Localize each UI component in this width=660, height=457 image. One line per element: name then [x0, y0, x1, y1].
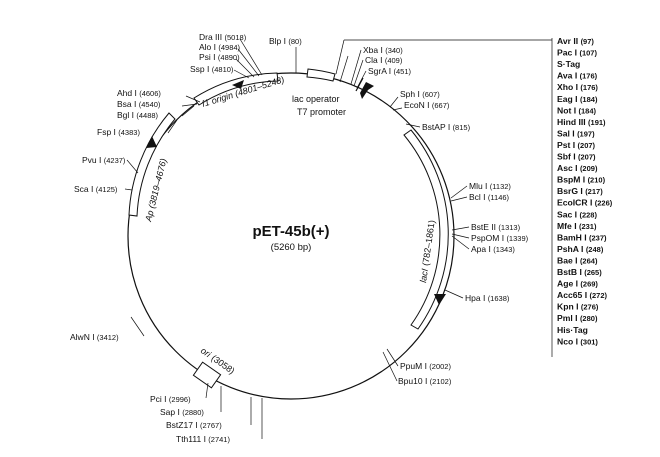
- mcs-site-avr-ii: Avr II (97): [557, 36, 594, 46]
- site-label-ssp-i: Ssp I (4810): [190, 64, 234, 74]
- mcs-site-bstb-i: BstB I (265): [557, 267, 602, 277]
- site-label-bgl-i: Bgl I (4488): [117, 110, 159, 120]
- site-label-pspom-i: PspOM I (1339): [471, 233, 529, 243]
- site-label-ppum-i: PpuM I (2002): [400, 361, 451, 371]
- lac-operator-label: lac operator: [292, 94, 340, 104]
- mcs-site-mfe-i: Mfe I (231): [557, 221, 597, 231]
- mcs-box: [306, 68, 336, 82]
- mcs-site-pml-i: Pml I (280): [557, 313, 598, 323]
- site-label-psi-i: Psi I (4890): [199, 52, 240, 62]
- mcs-site-pst-i: Pst I (207): [557, 140, 596, 150]
- mcs-site-xho-i: Xho I (176): [557, 82, 598, 92]
- site-label-fsp-i: Fsp I (4383): [97, 127, 140, 137]
- mcs-site-his-tag: His·Tag: [557, 325, 588, 335]
- site-labels: Dra III (5018)Alo I (4984)Psi I (4890) Ss…: [70, 32, 529, 444]
- site-label-bstz17-i: BstZ17 I (2767): [166, 420, 222, 430]
- mcs-site-sal-i: Sal I (197): [557, 128, 595, 138]
- mcs-site-asc-i: Asc I (209): [557, 163, 598, 173]
- site-label-blp-i: Blp I (80): [269, 36, 302, 46]
- site-label-pvu-i: Pvu I (4237): [82, 155, 126, 165]
- lac-operator-mark: [355, 77, 364, 92]
- mcs-site-sbf-i: Sbf I (207): [557, 152, 596, 162]
- site-label-bstap-i: BstAP I (815): [422, 122, 471, 132]
- site-label-dra-iii: Dra III (5018): [199, 32, 247, 42]
- site-label-cla-i: Cla I (409): [365, 55, 403, 65]
- ap-direction-arrow: [146, 136, 157, 148]
- site-label-sgra-i: SgrA I (451): [368, 66, 412, 76]
- mcs-site-bae-i: Bae I (264): [557, 255, 598, 265]
- site-label-sca-i: Sca I (4125): [74, 184, 118, 194]
- mcs-site-bamh-i: BamH I (237): [557, 232, 607, 242]
- mcs-site-bsrg-i: BsrG I (217): [557, 186, 603, 196]
- site-label-alwn-i: AlwN I (3412): [70, 332, 119, 342]
- mcs-site-acc65-i: Acc65 I (272): [557, 290, 608, 300]
- mcs-site-ecoicr-i: EcoICR I (226): [557, 198, 613, 208]
- site-label-xba-i: Xba I (340): [363, 45, 403, 55]
- site-label-bcl-i: Bcl I (1146): [469, 192, 510, 202]
- mcs-site-eag-i: Eag I (184): [557, 94, 598, 104]
- site-label-sph-i: Sph I (607): [400, 89, 440, 99]
- ori-box: [192, 361, 222, 389]
- site-tick-lines: [124, 38, 553, 439]
- mcs-site-not-i: Not I (184): [557, 105, 596, 115]
- site-label-bste-ii: BstE II (1313): [471, 222, 521, 232]
- f1-origin-feature: [193, 72, 279, 106]
- site-label-ahd-i: Ahd I (4606): [117, 88, 161, 98]
- site-label-apa-i: Apa I (1343): [471, 244, 515, 254]
- site-label-bsa-i: Bsa I (4540): [117, 99, 161, 109]
- site-label-hpa-i: Hpa I (1638): [465, 293, 510, 303]
- site-label-tth111-i: Tth111 I (2741): [176, 434, 230, 444]
- mcs-site-age-i: Age I (269): [557, 279, 598, 289]
- mcs-site-kpn-i: Kpn I (276): [557, 302, 599, 312]
- mcs-site-s-tag: S·Tag: [557, 59, 580, 69]
- laci-label: lacI(782–1861): [418, 219, 437, 283]
- mcs-site-nco-i: Nco I (301): [557, 336, 598, 346]
- t7-promoter-label: T7 promoter: [297, 107, 346, 117]
- mcs-site-sac-i: Sac I (228): [557, 209, 597, 219]
- laci-feature: [403, 129, 449, 330]
- mcs-site-psha-i: PshA I (248): [557, 244, 604, 254]
- mcs-site-ava-i: Ava I (176): [557, 71, 598, 81]
- site-label-pci-i: Pci I (2996): [150, 394, 191, 404]
- mcs-site-pac-i: Pac I (107): [557, 48, 597, 58]
- plasmid-backbone: [127, 72, 455, 400]
- mcs-site-hind-iii: Hind III (191): [557, 117, 606, 127]
- mcs-site-bspm-i: BspM I (210): [557, 175, 606, 185]
- plasmid-name: pET-45b(+): [252, 223, 329, 240]
- site-label-mlu-i: Mlu I (1132): [469, 181, 511, 191]
- f1-direction-arrow: [232, 80, 244, 89]
- laci-direction-arrow: [434, 294, 446, 305]
- t7-promoter-arrow: [360, 82, 374, 99]
- site-label-alo-i: Alo I (4984): [199, 42, 241, 52]
- plasmid-size: (5260 bp): [271, 242, 312, 253]
- site-label-bpu10-i: Bpu10 I (2102): [398, 376, 452, 386]
- site-label-econ-i: EcoN I (667): [404, 100, 450, 110]
- site-label-sap-i: Sap I (2880): [160, 407, 204, 417]
